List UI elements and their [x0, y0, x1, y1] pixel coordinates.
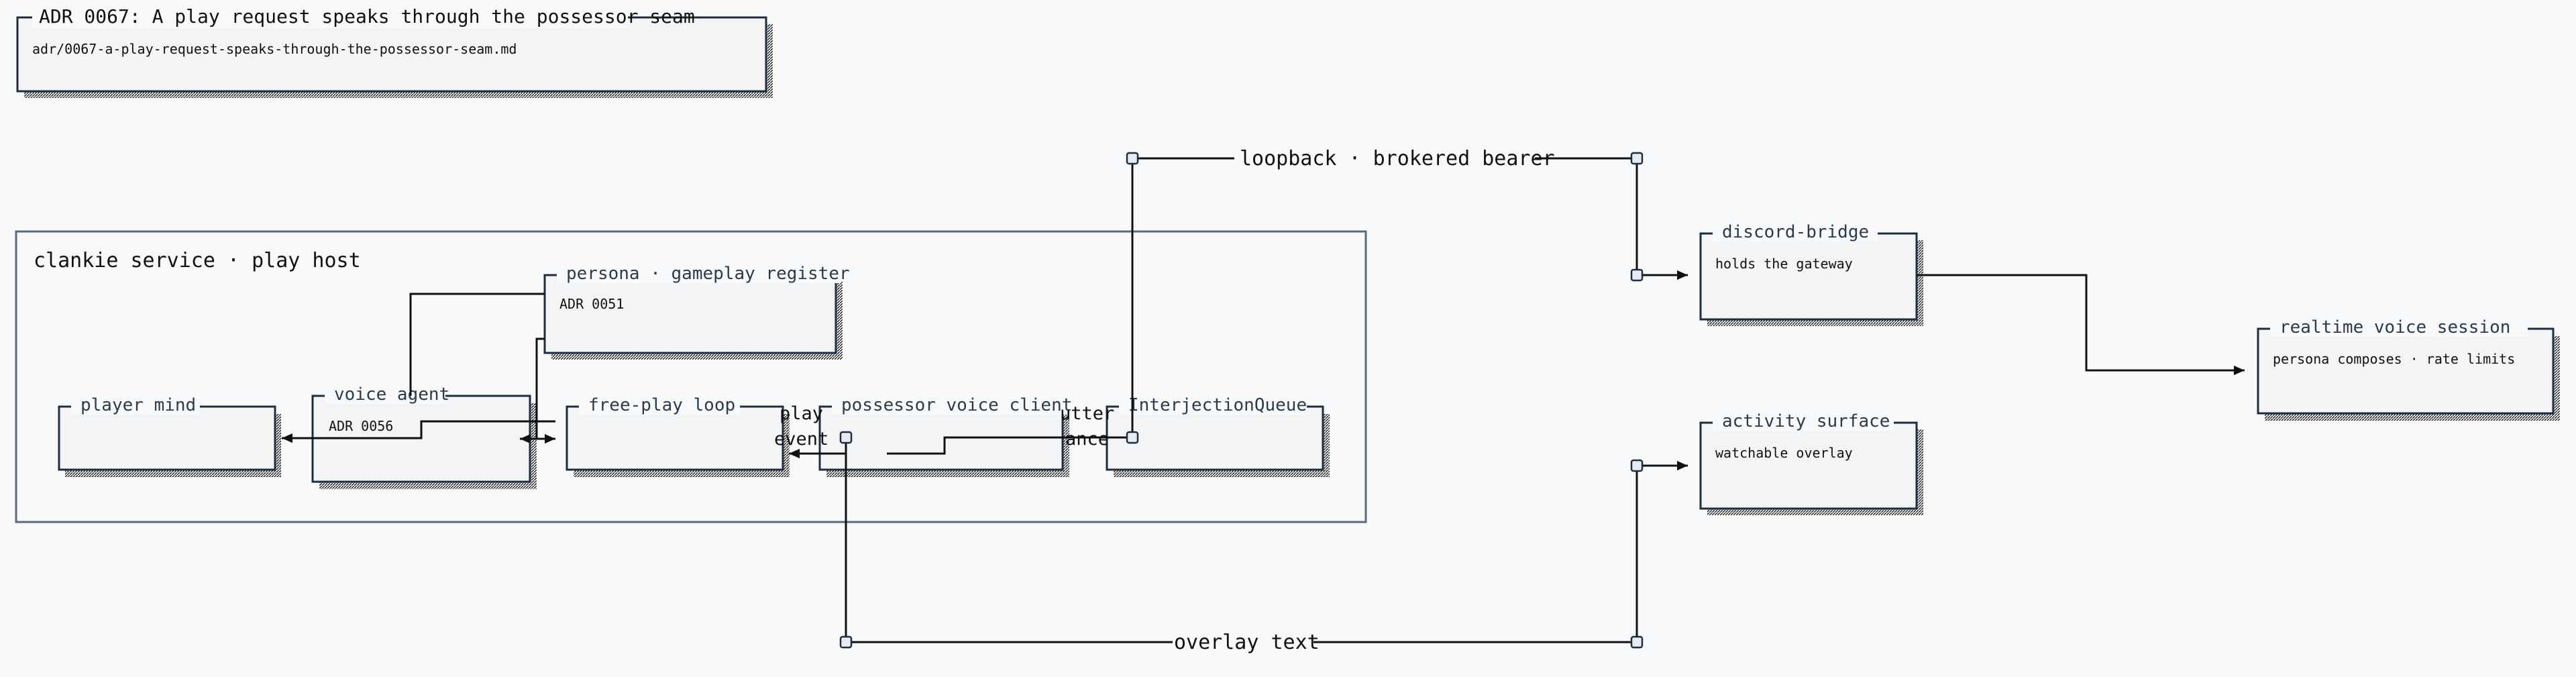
handle-play-event[interactable] — [839, 431, 853, 444]
handle-utterance[interactable] — [1126, 431, 1139, 444]
node-title: realtime voice session — [2279, 317, 2510, 337]
edge-voice-agent-player-mind — [282, 420, 555, 444]
node-interjection-queue[interactable]: InterjectionQueue — [1106, 395, 1330, 477]
edge-utterance — [887, 436, 1132, 455]
group-label: clankie service · play host — [34, 249, 361, 272]
adr-path[interactable]: adr/0067-a-play-request-speaks-through-t… — [32, 41, 517, 57]
label-utterance-line2: ance — [1065, 429, 1109, 450]
handle-bridge-entry[interactable] — [1630, 268, 1644, 282]
adr-title: ADR 0067: A play request speaks through … — [39, 5, 695, 28]
node-activity-surface[interactable]: activity surface watchable overlay — [1699, 411, 1923, 515]
label-overlay: overlay text — [1174, 631, 1320, 654]
edge-persona-free-play-loop — [520, 337, 545, 444]
edge-voice-agent-persona — [409, 293, 545, 396]
label-play-event-line2: event — [774, 429, 828, 450]
handle-loopback-start[interactable] — [1126, 152, 1139, 165]
node-subtitle: holds the gateway — [1715, 256, 1853, 272]
node-title: InterjectionQueue — [1128, 395, 1307, 415]
node-subtitle: persona composes · rate limits — [2273, 351, 2515, 367]
node-free-play-loop[interactable]: free-play loop — [566, 395, 790, 477]
handle-overlay-end[interactable] — [1630, 635, 1644, 649]
node-subtitle: watchable overlay — [1715, 445, 1853, 461]
handle-activity-entry[interactable] — [1630, 459, 1644, 472]
node-title: discord-bridge — [1722, 222, 1869, 242]
label-loopback: loopback · brokered bearer — [1240, 147, 1555, 170]
node-title: possessor voice client — [841, 395, 1072, 415]
label-utterance-line1: utter — [1060, 403, 1114, 424]
node-discord-bridge[interactable]: discord-bridge holds the gateway — [1699, 221, 1923, 326]
edges — [282, 152, 2245, 649]
handle-loopback-end[interactable] — [1630, 152, 1644, 165]
node-title: player mind — [80, 395, 196, 415]
label-play-event-line1: play — [780, 403, 823, 424]
service-group: clankie service · play host — [15, 230, 1367, 523]
handle-overlay-start[interactable] — [839, 635, 853, 649]
node-voice-agent[interactable]: voice agent ADR 0056 — [311, 384, 537, 489]
edge-bridge-realtime — [1917, 274, 2245, 376]
node-realtime-voice-session[interactable]: realtime voice session persona composes … — [2257, 317, 2560, 421]
node-possessor-voice-client[interactable]: possessor voice client — [818, 395, 1072, 477]
node-subtitle: ADR 0056 — [329, 418, 393, 434]
node-title: voice agent — [334, 384, 449, 405]
adr-header: ADR 0067: A play request speaks through … — [16, 5, 773, 98]
node-title: activity surface — [1722, 411, 1890, 431]
node-title: persona · gameplay register — [566, 264, 850, 284]
node-player-mind[interactable]: player mind — [58, 395, 281, 477]
node-persona[interactable]: persona · gameplay register ADR 0051 — [543, 263, 850, 360]
node-subtitle: ADR 0051 — [559, 296, 624, 312]
node-title: free-play loop — [588, 395, 735, 415]
